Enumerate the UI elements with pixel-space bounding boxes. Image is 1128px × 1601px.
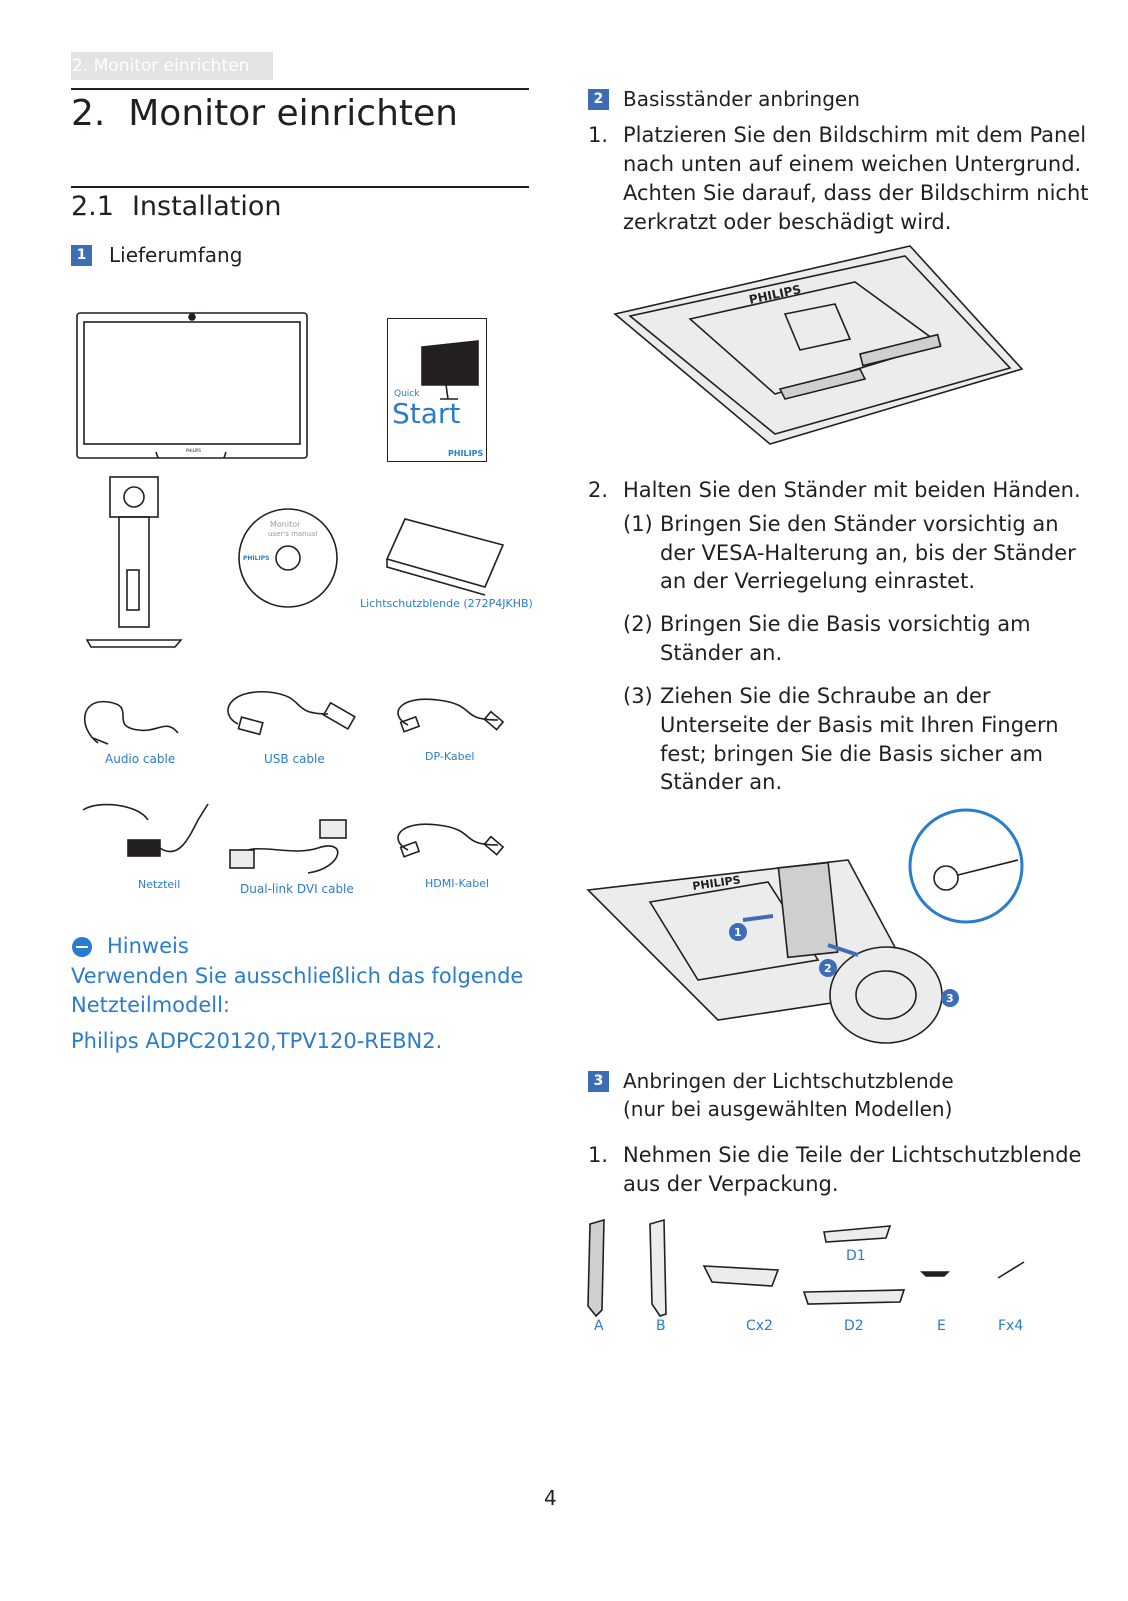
caption-audio-cable: Audio cable [105,752,176,766]
start-label: Start [392,397,461,430]
cd-illustration [238,508,338,608]
callout-1: 1 [734,926,742,939]
caption-lichtschutz: Lichtschutzblende (272P4JKHB) [360,597,533,610]
subitem-text-line: fest; bringen Sie die Basis sicher am [660,742,1043,766]
step-title-basisstaender: Basisständer anbringen [623,87,860,111]
note-line-2: Netzteilmodell: [71,993,231,1017]
part-label-d1: D1 [846,1248,866,1264]
item-number: 1. [588,123,609,147]
item-text-line: Platzieren Sie den Bildschirm mit dem Pa… [623,123,1087,147]
subitem-text-line: an der Verriegelung einrastet. [660,569,975,593]
part-label-a: A [594,1318,604,1334]
philips-logo: PHILIPS [448,449,484,458]
part-label-e: E [937,1318,946,1334]
part-label-f: Fx4 [998,1318,1024,1334]
section-number: 2.1 [71,191,114,222]
cd-label-monitor: Monitor [270,520,301,529]
caption-dvi-cable: Dual-link DVI cable [240,882,354,896]
note-title: Hinweis [107,934,189,958]
subitem-number: (3) [623,684,653,708]
step-badge-3: 3 [588,1071,609,1092]
quick-label: Quick [394,389,420,399]
subitem-text-line: Unterseite der Basis mit Ihren Fingern [660,713,1059,737]
divider [71,186,529,188]
note-line-3: Philips ADPC20120,TPV120-REBN2. [71,1029,443,1053]
step-title-lichtschutz: Anbringen der Lichtschutzblende [623,1069,954,1093]
usb-cable-illustration [227,691,356,736]
caption-dp-cable: DP-Kabel [425,750,475,763]
part-label-b: B [656,1318,666,1334]
subitem-text-line: der VESA-Halterung an, bis der Ständer [660,541,1076,565]
subitem-text-line: Bringen Sie den Ständer vorsichtig an [660,512,1059,536]
item-number: 2. [588,478,609,502]
monitor-thumbnail [421,340,479,400]
stand-illustration [85,476,183,648]
hdmi-cable-illustration [397,823,505,858]
power-adapter-illustration [82,803,209,857]
cd-label-manual: user's manual [268,530,318,538]
callout-2: 2 [824,962,832,975]
caption-hdmi-cable: HDMI-Kabel [425,877,490,890]
lichtschutz-box-illustration [385,518,505,596]
subitem-number: (2) [623,612,653,636]
item-text-line: aus der Verpackung. [623,1172,839,1196]
item-text-line: Achten Sie darauf, dass der Bildschirm n… [623,181,1089,205]
chapter-title: 2. Monitor einrichten [71,93,458,134]
note-icon [72,937,92,957]
parts-illustration [587,1218,1025,1318]
caption-usb-cable: USB cable [264,752,325,766]
step-badge-1: 1 [71,245,92,266]
audio-cable-illustration [84,700,179,745]
subitem-text-line: Ständer an. [660,770,783,794]
dp-cable-illustration [397,698,505,733]
dvi-cable-illustration [229,819,347,874]
step-badge-2: 2 [588,89,609,110]
item-text-line: nach unten auf einem weichen Untergrund. [623,152,1082,176]
callout-3: 3 [946,992,954,1005]
subitem-text-line: Ständer an. [660,641,783,665]
svg-text:PHILIPS: PHILIPS [186,448,201,453]
note-line-1: Verwenden Sie ausschließlich das folgend… [71,964,524,988]
header-tab: 2. Monitor einrichten [71,52,273,80]
divider [71,88,529,90]
caption-netzteil: Netzteil [138,878,181,891]
monitor-front-illustration: PHILIPS [76,312,308,459]
item-text-line: Nehmen Sie die Teile der Lichtschutzblen… [623,1143,1082,1167]
section-title: 2.1 Installation [71,191,282,222]
item-text-line: zerkratzt oder beschädigt wird. [623,210,952,234]
step-title-lieferumfang: Lieferumfang [109,243,243,267]
quick-start-booklet: Quick Start PHILIPS [387,318,487,462]
part-label-d2: D2 [844,1318,864,1334]
item-number: 1. [588,1143,609,1167]
monitor-back-illustration: PHILIPS [613,245,1024,445]
stand-attach-illustration: PHILIPS 1 2 3 [586,808,1024,1044]
section-name: Installation [131,191,282,222]
cd-brand: PHILIPS [243,555,270,562]
subitem-text-line: Ziehen Sie die Schraube an der [660,684,991,708]
page-number: 4 [544,1486,557,1510]
subitem-text-line: Bringen Sie die Basis vorsichtig am [660,612,1031,636]
subitem-number: (1) [623,512,653,536]
item-text-line: Halten Sie den Ständer mit beiden Händen… [623,478,1081,502]
part-label-c: Cx2 [746,1318,773,1334]
step-title-lichtschutz-sub: (nur bei ausgewählten Modellen) [623,1097,953,1121]
